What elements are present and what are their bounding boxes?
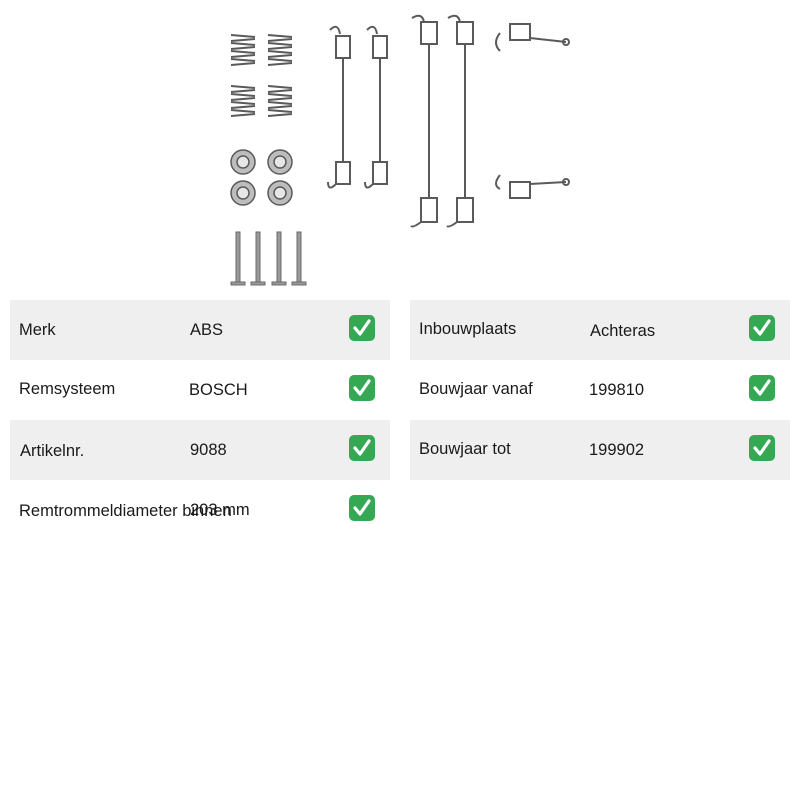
- spec-value: Achteras: [590, 322, 656, 340]
- compression-springs: [230, 34, 293, 117]
- spec-label: Bouwjaar tot: [419, 440, 511, 458]
- check-mark-icon: [349, 495, 375, 521]
- spec-table-right: Inbouwplaats Achteras Bouwjaar vanaf 199…: [410, 300, 790, 480]
- spec-row-remtrommeldiameter: Remtrommeldiameter binnen 203 mm: [10, 480, 390, 540]
- check-mark-icon: [349, 315, 375, 341]
- spec-label: Artikelnr.: [20, 442, 85, 460]
- product-image: [230, 14, 570, 286]
- spec-value: 9088: [190, 441, 227, 459]
- check-mark-icon: [749, 315, 775, 341]
- return-springs-long: [410, 14, 474, 228]
- check-mark-icon: [349, 435, 375, 461]
- spec-row-artikelnr: Artikelnr. 9088: [10, 420, 390, 480]
- spec-label: Merk: [19, 321, 56, 339]
- check-mark-icon: [349, 375, 375, 401]
- spec-row-bouwjaar-vanaf: Bouwjaar vanaf 199810: [410, 360, 790, 420]
- spec-row-merk: Merk ABS: [10, 300, 390, 360]
- tension-springs-small: [495, 23, 570, 199]
- spec-value: 199810: [589, 381, 645, 399]
- spec-row-remsysteem: Remsysteem BOSCH: [10, 360, 390, 420]
- return-springs-medium: [327, 25, 388, 189]
- spec-value: ABS: [190, 321, 224, 339]
- spec-label: Inbouwplaats: [419, 320, 517, 338]
- spec-label: Remtrommeldiameter binnen: [19, 502, 232, 520]
- retaining-cups: [230, 149, 293, 206]
- check-mark-icon: [749, 375, 775, 401]
- spec-value: 199902: [589, 441, 645, 459]
- spec-value: BOSCH: [189, 381, 248, 399]
- spec-table-left: Merk ABS Remsysteem BOSCH Artikelnr. 908…: [10, 300, 390, 540]
- hold-down-pins: [230, 231, 307, 286]
- check-mark-icon: [749, 435, 775, 461]
- spec-row-inbouwplaats: Inbouwplaats Achteras: [410, 300, 790, 360]
- spec-value: 203 mm: [190, 501, 250, 519]
- spec-row-bouwjaar-tot: Bouwjaar tot 199902: [410, 420, 790, 480]
- spec-label: Bouwjaar vanaf: [419, 380, 533, 398]
- spec-label: Remsysteem: [19, 380, 116, 398]
